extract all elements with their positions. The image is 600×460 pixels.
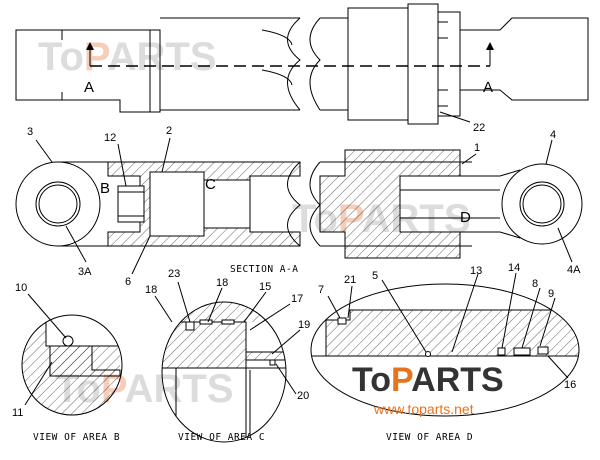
callout-19: 19 [298,319,310,331]
watermark-top-left: ToPARTS [38,35,217,79]
callout-17: 17 [291,293,303,305]
watermark-bottom: ToPARTS [55,367,234,411]
callout-23: 23 [168,268,180,280]
cylinder-section-view [15,137,583,275]
detail-view-d [310,272,580,417]
callout-4: 4 [550,129,556,141]
section-marker-d: D [460,209,471,226]
callout-9: 9 [548,288,554,300]
callout-10: 10 [15,282,27,294]
callout-18a: 18 [145,284,157,296]
section-marker-c: C [205,176,216,193]
callout-8: 8 [532,278,538,290]
callout-5: 5 [372,270,378,282]
callout-1: 1 [474,142,480,154]
callout-20: 20 [297,390,309,402]
section-marker-a-left: A [84,79,94,96]
callout-12: 12 [104,132,116,144]
watermark-middle: ToPARTS [292,197,471,241]
view-c-caption: VIEW OF AREA C [178,432,265,443]
callout-4a: 4A [567,264,581,276]
callout-22: 22 [473,122,485,134]
svg-text:ToPARTS: ToPARTS [352,361,504,399]
section-marker-b: B [100,180,110,197]
toparts-logo: ToPARTS www.toparts.net [352,361,504,417]
svg-text:ToPARTS: ToPARTS [55,367,234,411]
view-d-caption: VIEW OF AREA D [386,432,473,443]
callout-14: 14 [508,262,520,274]
callout-6: 6 [125,276,131,288]
callout-11: 11 [12,407,23,419]
brand-url: www.toparts.net [373,401,474,417]
cylinder-top-view [15,3,589,125]
callout-7: 7 [318,284,324,296]
svg-text:ToPARTS: ToPARTS [38,35,217,79]
view-b-caption: VIEW OF AREA B [33,432,120,443]
section-marker-a-right: A [483,79,493,96]
section-label: SECTION A-A [230,264,298,275]
callout-15: 15 [259,281,271,293]
callout-13: 13 [470,265,482,277]
callout-3a: 3A [78,266,92,278]
callout-2: 2 [166,125,172,137]
callout-16: 16 [564,379,576,391]
callout-3: 3 [27,126,33,138]
svg-text:ToPARTS: ToPARTS [292,197,471,241]
detail-view-c [154,281,301,443]
callout-18b: 18 [216,277,228,289]
callout-21: 21 [344,274,356,286]
